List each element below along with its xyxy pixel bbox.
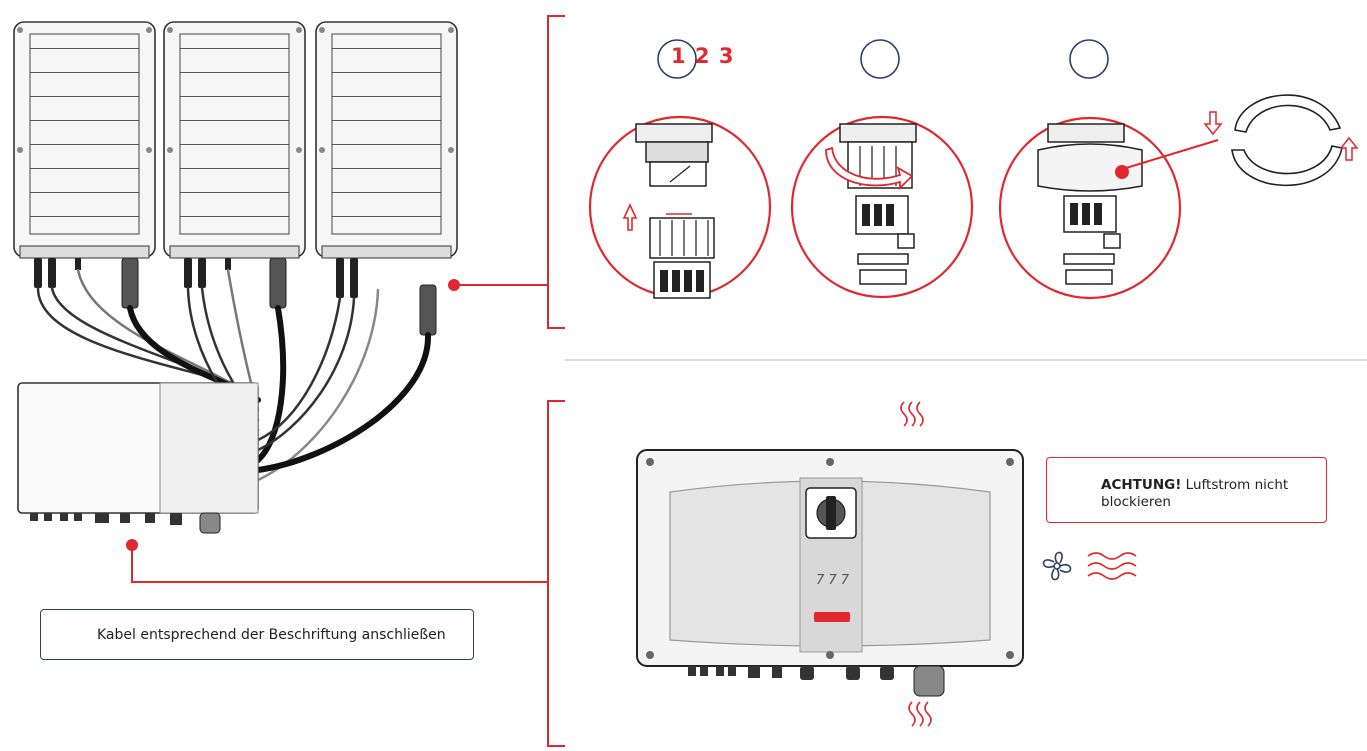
inverter-unit-3: [315, 21, 458, 259]
step-1-marker: [657, 39, 697, 79]
main-inverter: 7 7 7: [636, 449, 1024, 697]
step-1-detail: [588, 115, 772, 299]
split-ring-icon: [1203, 94, 1359, 187]
step-3-marker: [1069, 39, 1109, 79]
warning-title: ACHTUNG!: [1101, 477, 1182, 493]
step-2-detail: [790, 115, 974, 299]
arrow-up-icon: [622, 203, 638, 231]
cable-connectors: [34, 257, 437, 336]
connector-line-bottom: [126, 539, 547, 583]
label-callout: Kabel entsprechend der Beschriftung ansc…: [40, 609, 474, 660]
rotate-arrow-icon: [825, 146, 914, 191]
callout-text: Kabel entsprechend der Beschriftung ansc…: [97, 626, 446, 643]
junction-box: [17, 382, 259, 534]
arrow-up-icon: [1339, 136, 1359, 161]
warning-text: ACHTUNG! Luftstrom nicht blockieren: [1101, 477, 1321, 511]
bracket-bottom: [547, 400, 565, 747]
step-3-detail: [998, 116, 1219, 300]
airflow-icon: [1087, 552, 1137, 580]
connector-line-top: [448, 279, 547, 291]
bracket-top: [547, 15, 565, 329]
svg-text:7 7 7: 7 7 7: [816, 573, 850, 588]
warning-box: ACHTUNG! Luftstrom nicht blockieren: [1046, 457, 1327, 523]
warning-body: Luftstrom nicht blockieren: [1101, 477, 1289, 510]
heat-waves-bottom-icon: [908, 701, 932, 727]
inverter-unit-2: [163, 21, 306, 259]
fan-icon: [1042, 551, 1072, 581]
inverter-unit-1: [13, 21, 156, 259]
step-2-marker: [860, 39, 900, 79]
arrow-down-icon: [1203, 111, 1223, 136]
step-numbers: 1 2 3: [671, 44, 735, 68]
heat-waves-top-icon: [900, 401, 924, 427]
